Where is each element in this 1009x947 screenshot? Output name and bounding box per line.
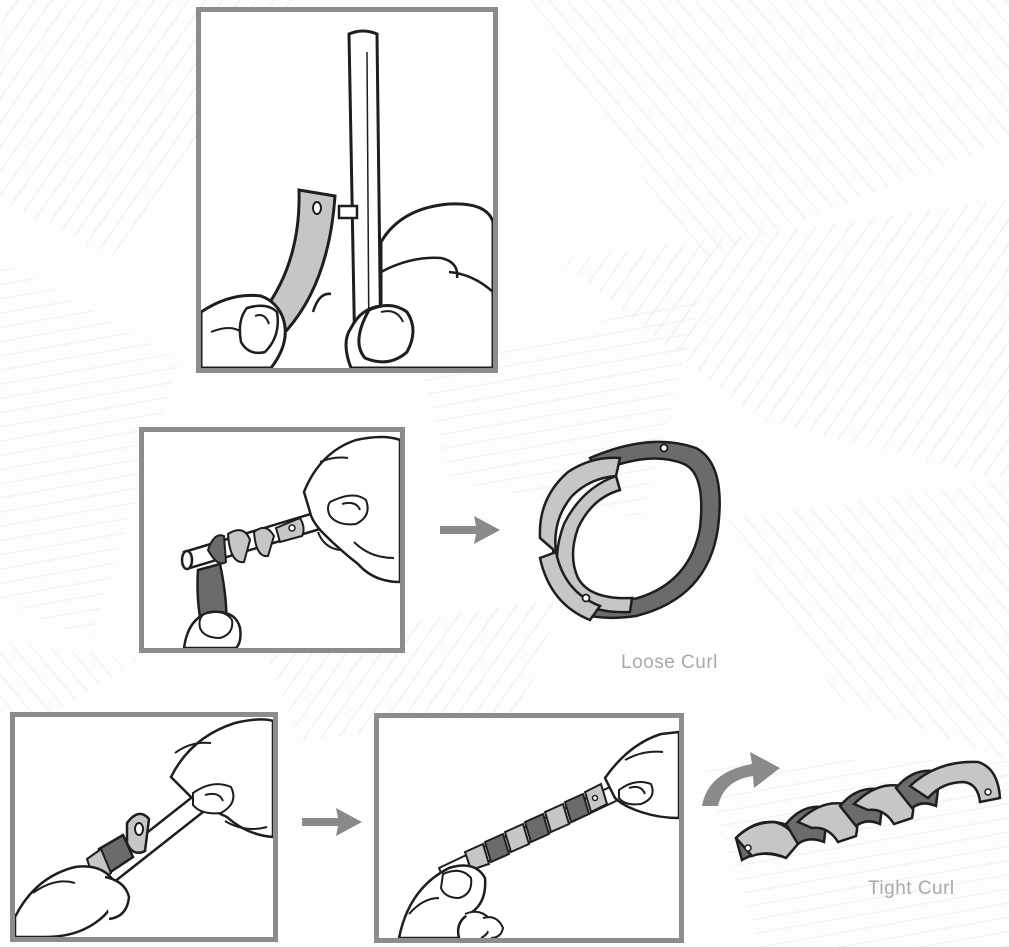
right-arrow-icon (300, 804, 364, 840)
wind-loose-illustration (144, 432, 400, 648)
loose-curl-caption: Loose Curl (621, 652, 718, 674)
wind-tight-full-illustration (379, 718, 679, 938)
step-panel-wind-tight-start (10, 712, 278, 942)
step-panel-wind-tight-full (374, 713, 684, 943)
loose-curl-illustration (520, 428, 730, 628)
right-arrow-icon (438, 512, 502, 548)
tight-curl-caption: Tight Curl (868, 878, 955, 900)
step-panel-wind-loose (139, 427, 405, 653)
tight-curl-illustration (728, 752, 1002, 870)
step-panel-hook-strip (196, 7, 498, 373)
hook-strip-illustration (201, 12, 493, 368)
wind-tight-start-illustration (15, 717, 273, 937)
